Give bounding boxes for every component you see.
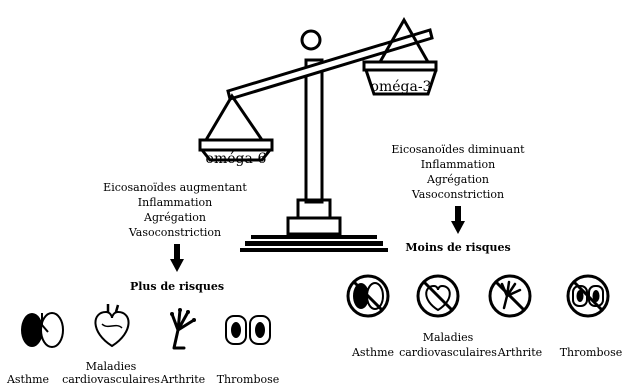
scale-base-bottom [240,248,388,252]
blood-vessel-crossed-icon [566,274,610,318]
right-disease-label: cardiovasculaires [399,346,497,359]
left-disease-label: Asthme [6,373,49,386]
scale-column [304,58,324,204]
right-disease-label: Arthrite [497,346,542,359]
right-effect-line: Agrégation [426,173,489,186]
right-disease-label: Thrombose [560,346,623,359]
hand-bones-crossed-icon [488,274,532,318]
left-risk-label: Plus de risques [130,280,224,293]
right-pan-label: oméga-3 [371,79,432,95]
left-disease-label: Arthrite [160,373,205,386]
left-pan-label: oméga-6 [206,151,267,167]
scale-base-middle [245,241,383,246]
left-down-arrow-icon [170,244,184,272]
left-disease-label: Maladies [86,360,137,373]
right-down-arrow-icon [451,206,465,234]
right-disease-label: Maladies [423,331,474,344]
lungs-crossed-icon [346,274,390,318]
left-disease-label: Thrombose [217,373,280,386]
scale-foot [286,216,342,236]
hand-bones-icon [170,308,196,350]
heart-crossed-icon [416,274,460,318]
right-disease-label: Asthme [351,346,394,359]
right-effect-line: Inflammation [421,158,495,171]
scale-foot-upper [296,198,332,220]
left-effect-line: Vasoconstriction [128,226,221,239]
blood-vessel-icon [225,315,271,345]
right-effect-line: Vasoconstriction [411,188,504,201]
heart-icon [94,304,130,348]
left-pan [198,93,274,162]
lungs-icon [21,312,64,348]
right-effects: Eicosanoïdes diminuant Inflammation Agré… [391,143,525,201]
scale-knob [300,29,322,51]
right-effect-line: Eicosanoïdes diminuant [391,143,525,156]
left-effect-line: Agrégation [143,211,206,224]
left-effects: Eicosanoïdes augmentant Inflammation Agr… [103,181,247,239]
right-risk-label: Moins de risques [405,241,510,254]
balance-scale: oméga-6 oméga-3 [198,16,438,252]
left-effect-line: Eicosanoïdes augmentant [103,181,247,194]
left-disease-label: cardiovasculaires [62,373,160,386]
right-pan [362,16,438,96]
scale-base-top [251,235,377,239]
scale-beam [226,28,434,101]
left-effect-line: Inflammation [138,196,212,209]
